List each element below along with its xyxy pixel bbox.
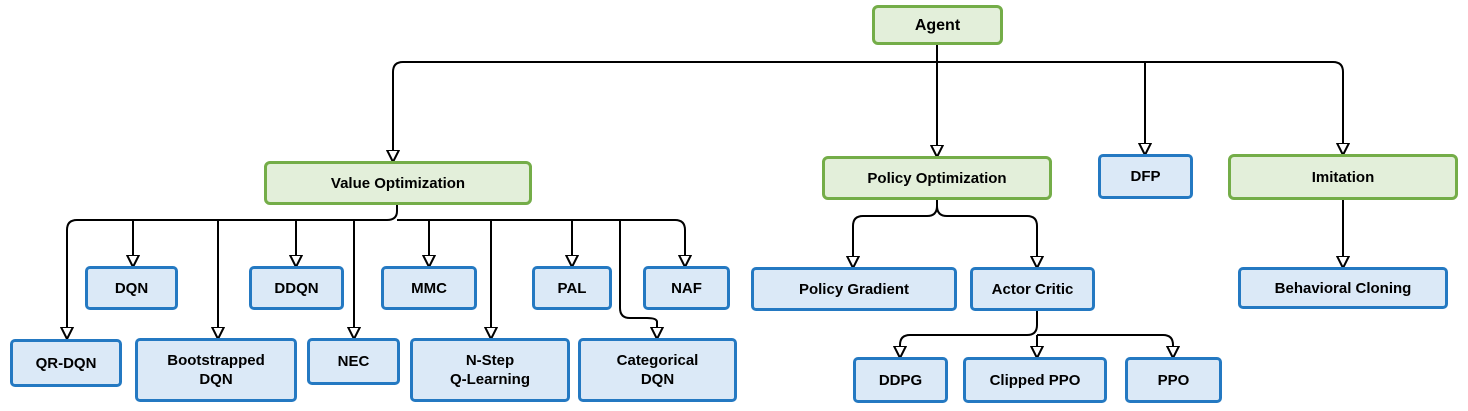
node-nec: NEC (307, 338, 400, 385)
node-ppo: PPO (1125, 357, 1222, 403)
edges-actor-critic-children (900, 311, 1173, 347)
edges-agent-children (393, 45, 1343, 151)
node-dfp: DFP (1098, 154, 1193, 199)
node-bootstrapped-dqn: Bootstrapped DQN (135, 338, 297, 402)
edges-value-optimization-children (67, 205, 685, 328)
node-n-step-q-learning: N-Step Q-Learning (410, 338, 570, 402)
node-ddpg: DDPG (853, 357, 948, 403)
node-actor-critic: Actor Critic (970, 267, 1095, 311)
node-mmc: MMC (381, 266, 477, 310)
node-clipped-ppo: Clipped PPO (963, 357, 1107, 403)
node-policy-optimization: Policy Optimization (822, 156, 1052, 200)
node-imitation: Imitation (1228, 154, 1458, 200)
node-qr-dqn: QR-DQN (10, 339, 122, 387)
node-dqn: DQN (85, 266, 178, 310)
node-categorical-dqn: Categorical DQN (578, 338, 737, 402)
node-policy-gradient: Policy Gradient (751, 267, 957, 311)
node-agent: Agent (872, 5, 1003, 45)
node-pal: PAL (532, 266, 612, 310)
node-value-optimization: Value Optimization (264, 161, 532, 205)
node-behavioral-cloning: Behavioral Cloning (1238, 267, 1448, 309)
node-ddqn: DDQN (249, 266, 344, 310)
edges-policy-optimization-children (853, 200, 1037, 257)
node-naf: NAF (643, 266, 730, 310)
